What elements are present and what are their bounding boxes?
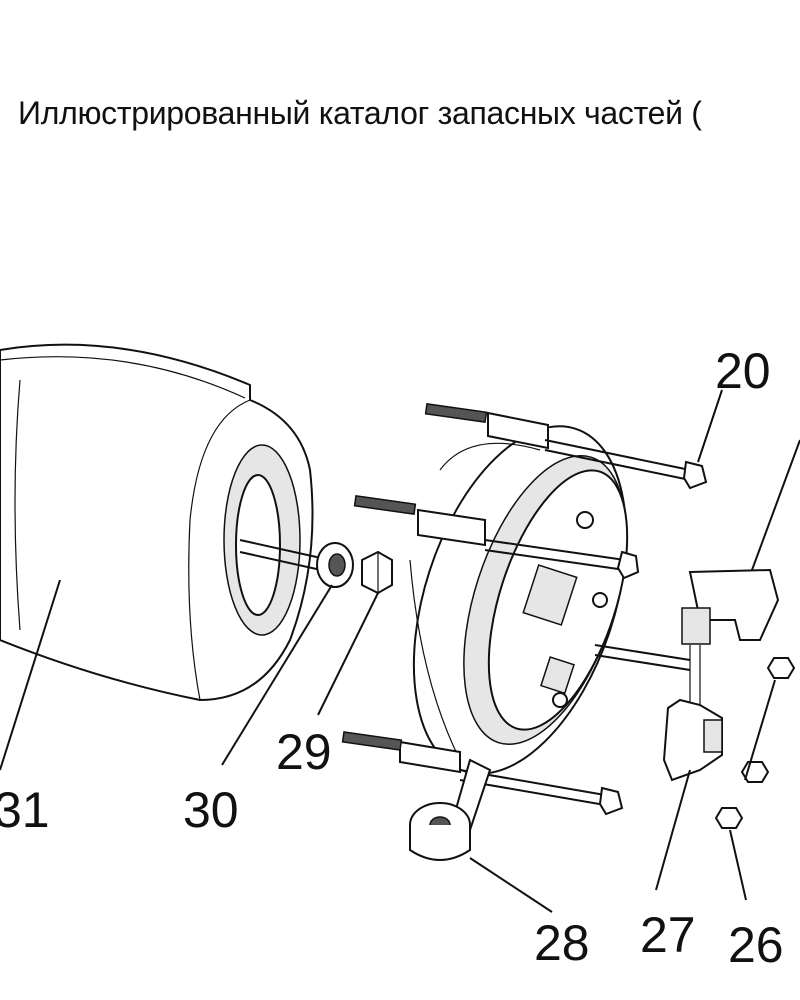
callout-29: 29 — [276, 724, 332, 780]
part-31-drum — [0, 343, 314, 702]
callout-31: 31 — [0, 782, 50, 838]
switch-bracket-assembly — [681, 568, 780, 760]
callout-20: 20 — [715, 343, 771, 399]
long-through-bolts — [459, 439, 708, 816]
part-26-screws — [714, 657, 796, 829]
motor-end-frame — [409, 425, 629, 775]
callout-28: 28 — [534, 915, 590, 971]
page-title: Иллюстрированный каталог запасных частей… — [18, 95, 702, 131]
part-28-foot-mount — [409, 758, 492, 861]
drum-shaft — [239, 539, 331, 573]
callout-30: 30 — [183, 782, 239, 838]
threaded-studs — [341, 403, 488, 751]
frame-brackets — [399, 411, 549, 774]
part-29-nut — [361, 550, 393, 595]
callout-26: 26 — [728, 917, 784, 973]
callout-27: 27 — [640, 907, 696, 963]
leader-lines — [0, 389, 800, 913]
part-30-washer — [316, 542, 354, 588]
part-27-switch — [662, 698, 723, 782]
